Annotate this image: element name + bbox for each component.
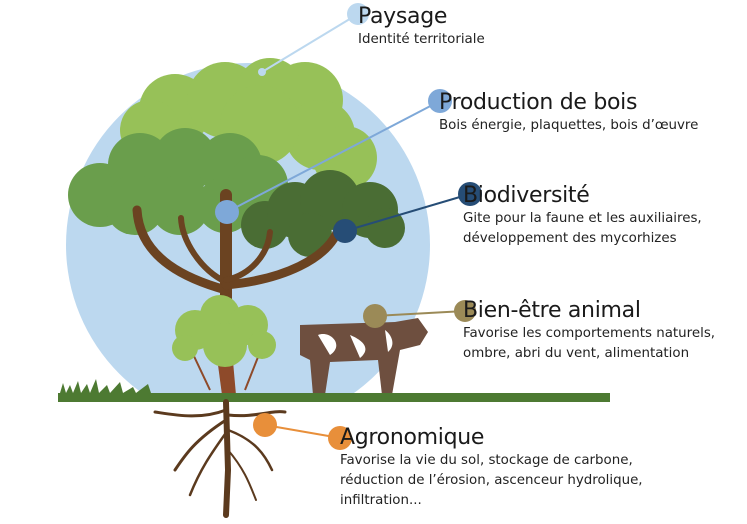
label-description: Bois énergie, plaquettes, bois d’œuvre (439, 118, 699, 133)
label-description: infiltration... (340, 493, 422, 508)
label-description: Favorise les comportements naturels, (463, 326, 716, 341)
label-production-bois: Production de bois Bois énergie, plaquet… (439, 90, 698, 136)
dot-production-bois-tree (215, 200, 239, 224)
roots (153, 399, 287, 518)
label-title: Agronomique (340, 425, 485, 450)
label-paysage: Paysage Identité territoriale (358, 4, 485, 50)
dot-agronomique-root (253, 413, 277, 437)
dot-biodiversite-tree (333, 219, 357, 243)
dot-biodiversite (458, 182, 482, 206)
label-description: développement des mycorhizes (463, 231, 677, 246)
dot-paysage-start (258, 68, 266, 76)
shrub (172, 295, 276, 395)
dot-agronomique (328, 426, 352, 450)
cow (300, 318, 428, 395)
grass (58, 379, 610, 402)
label-description: ombre, abri du vent, alimentation (463, 346, 690, 361)
label-title: Biodiversité (463, 183, 590, 208)
canopy-dark (241, 170, 405, 257)
label-title: Bien-être animal (463, 298, 641, 323)
label-bien-etre-animal: Bien-être animal Favorise les comporteme… (463, 298, 715, 364)
label-description: Identité territoriale (358, 32, 485, 47)
dot-bien-etre (454, 300, 476, 322)
label-description: réduction de l’érosion, ascenceur hydrol… (340, 473, 643, 488)
label-title: Paysage (358, 4, 448, 29)
dot-production-bois (428, 89, 452, 113)
label-agronomique: Agronomique Favorise la vie du sol, stoc… (340, 425, 643, 511)
label-biodiversite: Biodiversité Gite pour la faune et les a… (463, 183, 702, 249)
dot-bien-etre-cow (363, 304, 387, 328)
dot-paysage (347, 3, 369, 25)
connector-lines (226, 13, 471, 439)
label-title: Production de bois (439, 90, 638, 115)
label-description: Favorise la vie du sol, stockage de carb… (340, 453, 633, 468)
label-description: Gite pour la faune et les auxiliaires, (463, 211, 702, 226)
